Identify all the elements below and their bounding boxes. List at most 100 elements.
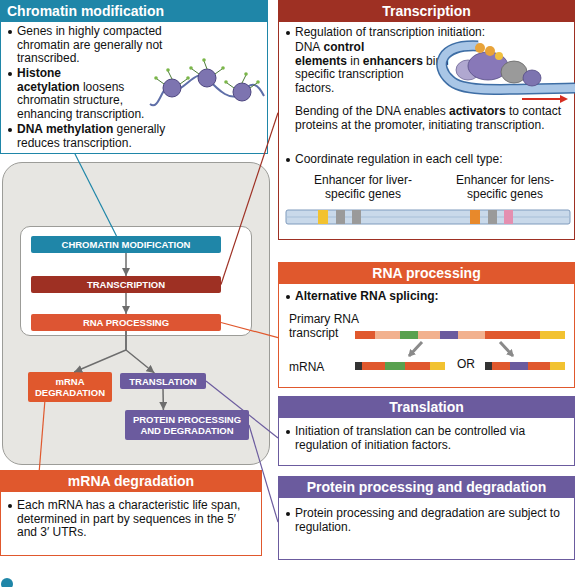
nucleosome-illustration [157,79,164,84]
panel-heading: Transcription [382,3,471,19]
process-box: TRANSCRIPTION [31,276,221,293]
enhancer-label: Enhancer for lens-specific genes [439,173,571,201]
body-text: activators [449,104,506,118]
nucleosome-illustration [166,68,170,72]
bullet-dot [286,295,290,299]
nucleosome-illustration [157,61,257,88]
body-text: enhancers [363,54,423,68]
flow-arrow [125,293,127,314]
enhancer-label: Enhancer for liver-specific genes [297,173,429,201]
bullet-dot [286,512,290,516]
panel-heading: Translation [279,397,574,418]
process-box: mRNA DEGRADATION [28,372,112,402]
info-panel: Chromatin modificationGenes in highly co… [0,0,268,154]
splicing-illustration [430,362,445,370]
enhancer-label: Enhancer for lens-specific genes [456,173,554,201]
nucleosome-illustration [244,72,248,76]
dna-loop-illustration [442,46,575,90]
nucleosome-illustration [204,61,207,69]
process-label: PROTEIN PROCESSING AND DEGRADATION [125,410,249,440]
nucleosome-illustration [256,80,260,84]
splicing-illustration [510,362,528,370]
enhancer-dna-strip [488,210,497,224]
part-label: Primary RNA transcript [289,312,358,340]
part-label: mRNA [289,361,349,375]
dna-loop-illustration [560,95,568,103]
dna-loop-illustration [501,61,527,83]
process-label: RNA PROCESSING [31,314,221,331]
enhancer-dna-strip [286,210,570,224]
nucleosome-illustration [221,66,225,70]
body-text: DNAcontrol elementsinenhancersbind speci… [295,41,430,95]
leader-line [221,113,278,285]
nucleus-region: CHROMATIN MODIFICATION TRANSCRIPTION RNA P… [20,226,252,336]
splicing-illustration [355,331,375,339]
nucleosome-illustration [250,83,257,88]
dna-loop-illustration [442,43,575,103]
flow-arrow [162,389,164,410]
nucleosome-illustration [150,75,264,105]
leader-line [206,381,278,438]
bullet-text: Initiation of translation can be control… [285,425,570,452]
splicing-illustration [492,362,510,370]
process-label: TRANSCRIPTION [87,279,165,290]
nucleosome-illustration [233,83,251,101]
process-label: mRNA DEGRADATION [28,372,112,402]
nucleosome-illustration [154,76,158,80]
process-label: mRNA DEGRADATION [30,376,110,398]
process-label: TRANSLATION [129,376,196,387]
dna-loop-illustration [495,52,503,60]
panel-heading: Translation [389,399,464,415]
bullet-dot [8,128,12,132]
panel-heading: RNA processing [279,263,574,284]
panel-heading: Chromatin modification [1,1,267,22]
dna-loop-illustration [468,52,508,80]
nucleosome-illustration [224,80,228,84]
splicing-illustration [405,362,430,370]
dna-loop-illustration [523,70,541,86]
nucleosome-illustration [150,58,264,105]
process-box: TRANSLATION [120,373,206,389]
enhancer-dna-strip [286,210,570,224]
process-box: PROTEIN PROCESSING AND DEGRADATION [125,410,249,440]
splicing-illustration [528,362,550,370]
leader-line [221,323,278,338]
splicing-illustration [385,362,405,370]
bullet-text: Genes in highly compacted chromatin are … [7,25,182,66]
splicing-illustration [418,331,440,339]
nucleosome-illustration [180,79,187,84]
bullet-dot [286,430,290,434]
leader-line [75,154,117,236]
bullet-text: Genes in highly compacted chromatin are … [17,24,162,65]
panel-heading: mRNA degradation [68,473,194,489]
flow-arrow [74,331,126,372]
enhancer-dna-strip [470,210,480,224]
panel-heading: RNA processing [372,265,480,281]
splicing-illustration [362,362,385,370]
panel-heading: Transcription [279,1,574,22]
part-label: mRNA [289,360,324,374]
info-panel: TranslationInitiation of translation can… [278,396,575,466]
bullet-text: Alternative RNA splicing: [285,290,570,304]
panel-heading: Protein processing and degradation [279,477,574,498]
process-box: CHROMATIN MODIFICATION [31,236,221,253]
splicing-illustration [400,331,418,339]
dna-loop-illustration [485,46,495,56]
splicing-illustration [355,362,362,370]
nucleosome-illustration [192,69,199,74]
process-label: PROTEIN PROCESSING AND DEGRADATION [127,414,247,436]
body-text: DNA [295,40,320,54]
corner-mark [1,578,13,587]
nucleosome-illustration [168,71,172,79]
panel-heading: Protein processing and degradation [307,479,547,495]
process-label: RNA PROCESSING [83,317,169,328]
nucleosome-illustration [198,69,216,87]
flow-arrow [126,331,154,373]
bullet-text: DNA methylationgenerally reduces transcr… [7,123,192,150]
bullet-text: Alternative RNA splicing: [295,289,439,303]
leader-line [249,425,278,522]
enhancer-dna-strip [318,210,328,224]
body-text: in [350,54,359,68]
